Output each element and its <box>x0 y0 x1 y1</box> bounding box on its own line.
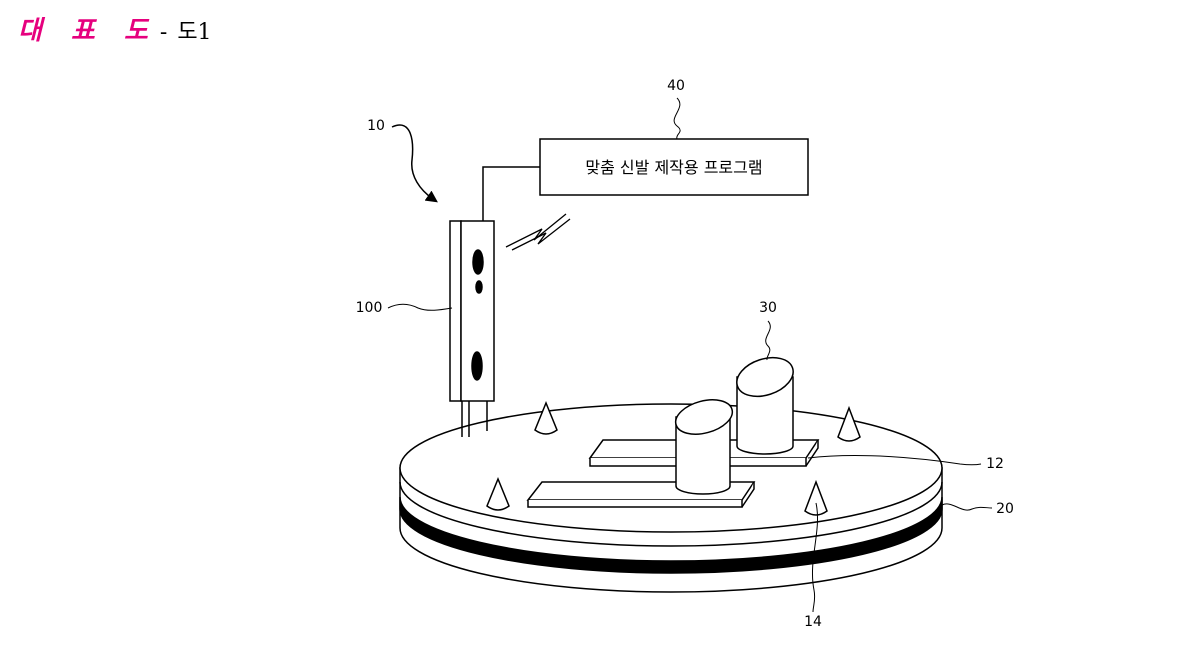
leader-40 <box>674 98 680 139</box>
ref-label-100: 100 <box>356 300 383 316</box>
scanner-lens-bottom <box>472 352 482 380</box>
scanner-side <box>450 221 461 401</box>
scanner-cable <box>483 167 540 221</box>
cylinder-back <box>732 351 798 454</box>
leader-20 <box>942 504 992 510</box>
leader-100 <box>388 304 452 310</box>
scanner-sensor <box>476 281 482 293</box>
wireless-signal-icon <box>506 214 570 250</box>
ref-label-12: 12 <box>986 456 1004 472</box>
leader-10-arrow <box>392 125 433 199</box>
ref-label-14: 14 <box>804 614 822 630</box>
ref-label-20: 20 <box>996 501 1014 517</box>
ref-label-10: 10 <box>367 118 385 134</box>
leader-30 <box>766 321 771 360</box>
scanner-lens-top <box>473 250 483 274</box>
program-box-label: 맞춤 신발 제작용 프로그램 <box>585 158 762 177</box>
program-box: 맞춤 신발 제작용 프로그램 <box>540 139 808 195</box>
ref-label-40: 40 <box>667 78 685 94</box>
ref-label-30: 30 <box>759 300 777 316</box>
scanner-device <box>450 221 494 437</box>
turntable-top <box>400 404 942 532</box>
